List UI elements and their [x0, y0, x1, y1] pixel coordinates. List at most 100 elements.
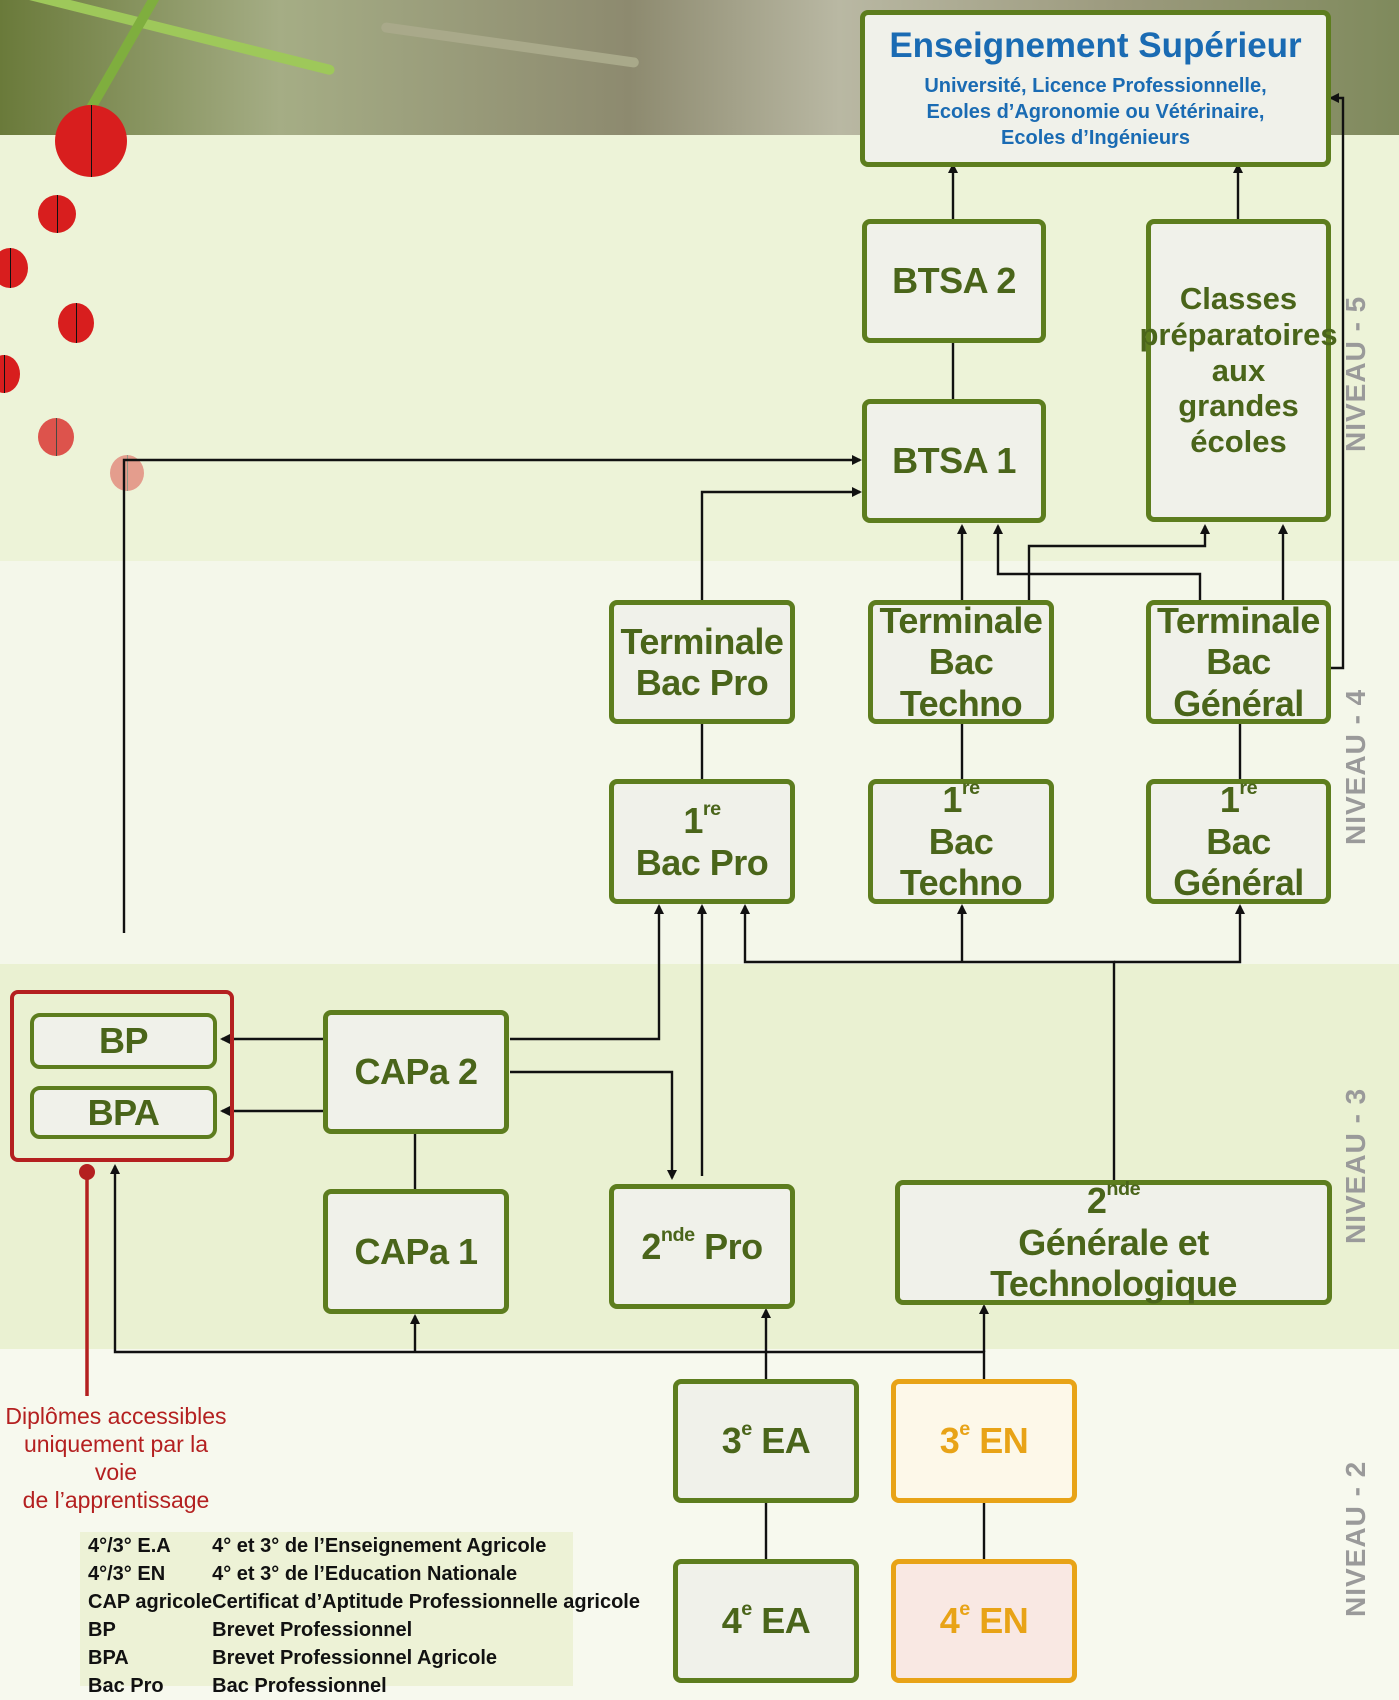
box-btsa-2: BTSA 2 — [862, 219, 1046, 343]
class-number: 4 — [939, 1600, 960, 1642]
seconde-number: 2 — [1086, 1180, 1107, 1222]
en-label: EN — [969, 1420, 1029, 1462]
legend-key: 4°/3° EN — [88, 1562, 166, 1585]
btsa-2-label: BTSA 2 — [892, 260, 1016, 302]
box-4e-en: 4e EN — [891, 1559, 1077, 1683]
legend-value: 4° et 3° de l’Education Nationale — [212, 1562, 518, 1585]
premiere-sublabel: Bac Pro — [635, 841, 769, 883]
capa-1-label: CAPa 1 — [354, 1230, 478, 1272]
class-number: 3 — [939, 1420, 960, 1462]
class-number: 4 — [721, 1600, 742, 1642]
seconde-gt-label: Générale et Technologique — [990, 1221, 1237, 1305]
premiere-number: 1 — [683, 800, 703, 842]
legend-key: BP — [88, 1618, 116, 1641]
prepa-line: aux — [1211, 352, 1266, 388]
premiere-sublabel: Bac Techno — [899, 820, 1023, 904]
class-superscript: e — [959, 1598, 970, 1621]
note-line: Diplômes accessibles — [5, 1403, 227, 1429]
legend-row: Bac Pro Bac Professionnel — [88, 1672, 640, 1700]
legend-value: Brevet Professionnel Agricole — [212, 1646, 498, 1669]
superieur-title: Enseignement Supérieur — [889, 26, 1302, 66]
box-premiere-bac-general: 1re Bac Général — [1146, 779, 1331, 904]
box-capa-2: CAPa 2 — [323, 1010, 509, 1134]
box-bpa: BPA — [30, 1086, 217, 1139]
note-line: uniquement par la voie — [23, 1431, 209, 1486]
terminale-sublabel: Bac Techno — [899, 641, 1023, 724]
ladybug-icon — [58, 303, 94, 343]
premiere-superscript: re — [1239, 777, 1258, 800]
box-seconde-generale-technologique: 2nde Générale et Technologique — [895, 1180, 1332, 1305]
ladybug-icon — [38, 418, 74, 456]
terminale-label: Terminale — [879, 599, 1043, 641]
legend-key: BPA — [88, 1646, 129, 1669]
legend-row: BPA Brevet Professionnel Agricole — [88, 1644, 640, 1672]
prepa-line: Classes — [1179, 281, 1298, 317]
superieur-subtitle-line: Ecoles d’Agronomie ou Vétérinaire, — [926, 100, 1265, 123]
superieur-subtitle-line: Ecoles d’Ingénieurs — [1001, 126, 1190, 149]
legend-value: 4° et 3° de l’Enseignement Agricole — [212, 1534, 547, 1557]
apprentissage-note: Diplômes accessibles uniquement par la v… — [0, 1402, 232, 1514]
seconde-number: 2 — [641, 1225, 661, 1267]
box-enseignement-superieur: Enseignement Supérieur Université, Licen… — [860, 10, 1331, 167]
note-line: de l’apprentissage — [22, 1487, 210, 1514]
capa-2-label: CAPa 2 — [354, 1051, 478, 1093]
terminale-sublabel: Bac Général — [1173, 641, 1304, 724]
ea-label: EA — [751, 1420, 811, 1462]
ea-label: EA — [751, 1600, 811, 1642]
class-superscript: e — [959, 1418, 970, 1441]
seconde-superscript: nde — [1106, 1178, 1141, 1201]
legend-value: Brevet Professionnel — [212, 1618, 413, 1641]
box-premiere-bac-pro: 1re Bac Pro — [609, 779, 795, 904]
box-seconde-pro: 2nde Pro — [609, 1184, 795, 1309]
terminale-sublabel: Bac Pro — [635, 662, 769, 703]
level-label-niveau-3: NIVEAU - 3 — [1340, 1088, 1372, 1244]
bpa-label: BPA — [87, 1091, 160, 1133]
box-classes-preparatoires: Classes préparatoires aux grandes écoles — [1139, 219, 1338, 522]
box-4e-ea: 4e EA — [673, 1559, 859, 1683]
box-terminale-bac-pro: Terminale Bac Pro — [609, 600, 795, 724]
box-btsa-1: BTSA 1 — [862, 399, 1046, 523]
btsa-1-label: BTSA 1 — [892, 440, 1016, 482]
premiere-number: 1 — [942, 779, 962, 821]
premiere-superscript: re — [961, 777, 980, 800]
apprentissage-frame — [10, 990, 234, 1162]
legend-row: BP Brevet Professionnel — [88, 1616, 640, 1644]
en-label: EN — [969, 1600, 1029, 1642]
seconde-pro-label: Pro — [694, 1225, 763, 1267]
box-3e-en: 3e EN — [891, 1379, 1077, 1503]
class-superscript: e — [741, 1418, 752, 1441]
bp-label: BP — [98, 1020, 149, 1062]
ladybug-icon — [0, 355, 20, 393]
box-premiere-bac-techno: 1re Bac Techno — [868, 779, 1054, 904]
prepa-line: écoles — [1190, 423, 1287, 459]
premiere-number: 1 — [1219, 779, 1240, 821]
class-superscript: e — [741, 1598, 752, 1621]
legend-value: Certificat d’Aptitude Professionnelle ag… — [212, 1590, 640, 1613]
box-bp: BP — [30, 1013, 217, 1069]
box-3e-ea: 3e EA — [673, 1379, 859, 1503]
legend-row: 4°/3° EN 4° et 3° de l’Education National… — [88, 1560, 640, 1588]
level-label-niveau-2: NIVEAU - 2 — [1340, 1461, 1372, 1617]
level-label-niveau-5: NIVEAU - 5 — [1340, 296, 1372, 452]
terminale-label: Terminale — [1157, 599, 1320, 641]
premiere-superscript: re — [702, 798, 721, 821]
ladybug-icon — [0, 248, 28, 288]
ladybug-icon — [38, 195, 76, 233]
abbreviation-legend: 4°/3° E.A 4° et 3° de l’Enseignement Agri… — [80, 1532, 640, 1697]
superieur-subtitle-line: Université, Licence Professionnelle, — [924, 74, 1267, 97]
box-terminale-bac-techno: Terminale Bac Techno — [868, 600, 1054, 724]
prepa-line: grandes — [1178, 388, 1299, 424]
ladybug-icon — [55, 105, 127, 177]
class-number: 3 — [721, 1420, 742, 1462]
premiere-sublabel: Bac Général — [1173, 820, 1304, 904]
seconde-superscript: nde — [660, 1223, 695, 1246]
level-label-niveau-4: NIVEAU - 4 — [1340, 689, 1372, 845]
legend-value: Bac Professionnel — [212, 1674, 387, 1697]
box-capa-1: CAPa 1 — [323, 1189, 509, 1314]
terminale-label: Terminale — [620, 620, 784, 662]
legend-row: 4°/3° E.A 4° et 3° de l’Enseignement Agri… — [88, 1532, 640, 1560]
legend-key: Bac Pro — [88, 1674, 164, 1697]
legend-key: 4°/3° E.A — [88, 1534, 171, 1557]
prepa-line: préparatoires — [1139, 317, 1338, 353]
